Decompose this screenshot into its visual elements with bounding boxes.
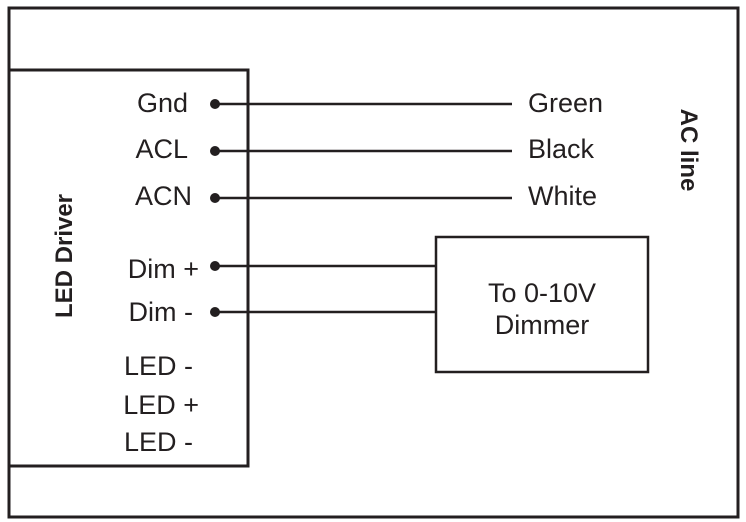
terminal-led-plus: LED + xyxy=(123,390,199,420)
wire-label-white: White xyxy=(528,181,597,211)
ac-line-label: AC line xyxy=(675,109,702,192)
terminal-dim-minus: Dim - xyxy=(129,297,193,327)
terminal-gnd: Gnd xyxy=(137,88,188,118)
outer-frame xyxy=(7,6,740,519)
terminal-acn: ACN xyxy=(135,181,192,211)
terminal-acl: ACL xyxy=(135,134,188,164)
led-driver-label: LED Driver xyxy=(51,194,78,318)
terminal-led-minus-2: LED - xyxy=(124,427,193,457)
wire-label-black: Black xyxy=(528,134,595,164)
terminal-dim-plus: Dim + xyxy=(128,254,199,284)
dimmer-label-line2: Dimmer xyxy=(495,310,590,340)
dimmer-box xyxy=(434,235,650,374)
led-driver-box xyxy=(7,68,250,468)
terminal-led-minus-1: LED - xyxy=(124,351,193,381)
dimmer-label-line1: To 0-10V xyxy=(488,278,596,308)
wire-label-green: Green xyxy=(528,88,603,118)
